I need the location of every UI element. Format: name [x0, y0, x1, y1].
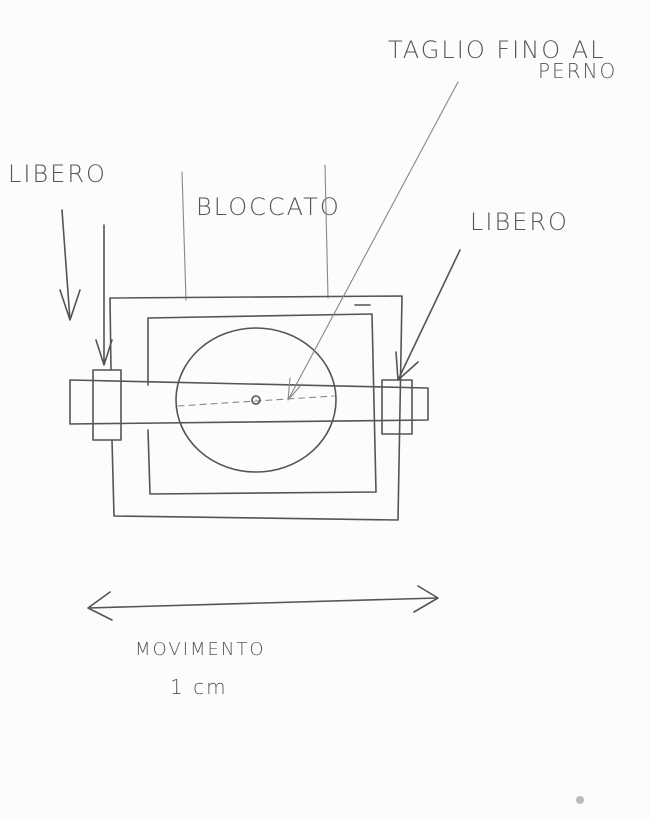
label-movement: MOVIMENTO: [135, 639, 266, 660]
label-cut-line2: PERNO: [538, 59, 617, 83]
locked-zone-lines: [181, 164, 329, 301]
label-locked: BLOCCATO: [196, 193, 341, 221]
arrow-free-right: [395, 249, 461, 381]
arrow-cut: [287, 81, 459, 401]
inner-frame: [147, 304, 377, 495]
right-collar: [381, 379, 413, 435]
arrow-free-left-collar: [95, 224, 113, 366]
label-cut-line1: TAGLIO FINO AL: [388, 36, 606, 64]
outer-frame: [109, 295, 403, 521]
disc: [175, 327, 337, 473]
left-collar: [92, 369, 122, 441]
pivot-pin: [251, 395, 261, 405]
label-free-left: LIBERO: [8, 160, 107, 188]
label-free-right: LIBERO: [470, 208, 569, 236]
arrow-free-left-outer: [59, 209, 81, 321]
shaft: [69, 379, 429, 425]
smudge: [576, 796, 584, 804]
label-distance: 1 cm: [170, 675, 228, 699]
cut-line: [177, 395, 335, 407]
movement-arrow: [87, 585, 439, 621]
